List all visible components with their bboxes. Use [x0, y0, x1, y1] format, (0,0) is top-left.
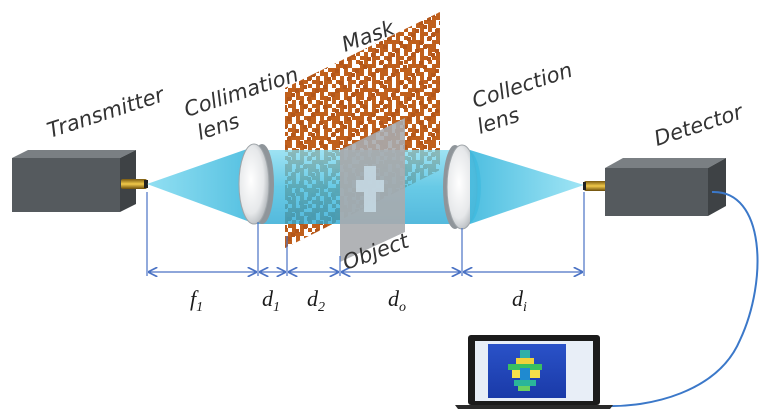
- collection-lens-label: Collection: [469, 58, 575, 113]
- laptop-icon: [455, 335, 613, 409]
- detector-nozzle: [583, 181, 608, 191]
- transmitter-label: Transmitter: [44, 82, 168, 143]
- reconstruction-heatmap: [508, 350, 542, 391]
- object-cross: [356, 166, 384, 212]
- converging-beam: [470, 150, 584, 224]
- collection-lens: [443, 144, 478, 230]
- transmitter-nozzle: [121, 179, 148, 189]
- collimation-lens: [238, 143, 274, 225]
- dim-label-do: do: [388, 286, 406, 315]
- dim-label-di: di: [512, 286, 527, 315]
- diverging-beam: [147, 148, 250, 222]
- collimation-lens-label: Collimation: [181, 62, 301, 121]
- dim-label-d2: d2: [307, 286, 325, 315]
- dim-label-f1: f1: [190, 286, 203, 315]
- detector-box: [605, 158, 726, 216]
- detector-cable: [601, 190, 759, 408]
- dimension-guides: [146, 192, 585, 276]
- transmitter-box: [12, 150, 136, 212]
- object-plate: [340, 118, 405, 262]
- dim-label-d1: d1: [262, 286, 280, 315]
- detector-label: Detector: [651, 99, 747, 151]
